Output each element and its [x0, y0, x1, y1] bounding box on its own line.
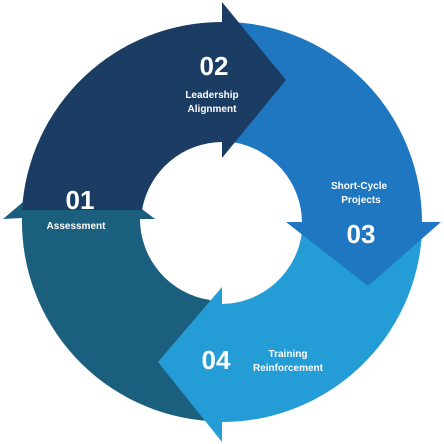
step-03-label-line-2: Projects: [341, 195, 381, 206]
step-01-label-line-1: Assessment: [47, 221, 107, 232]
step-04-number: 04: [202, 345, 231, 375]
step-02-label-line-1: Leadership: [185, 90, 238, 101]
step-02-number: 02: [200, 51, 229, 81]
step-01-number: 01: [66, 185, 95, 215]
segment-02-leadership-alignment: [22, 2, 286, 210]
step-04-label-line-2: Reinforcement: [253, 363, 324, 374]
step-02-label-line-2: Alignment: [188, 104, 238, 115]
step-03-label-line-1: Short-Cycle: [331, 181, 388, 192]
segment-03-short-cycle-projects: [232, 22, 441, 286]
segment-04-training-reinforcement: [158, 232, 422, 442]
step-03-number: 03: [347, 219, 376, 249]
step-04-label-line-1: Training: [269, 349, 308, 360]
segment-01-assessment: [3, 158, 210, 421]
